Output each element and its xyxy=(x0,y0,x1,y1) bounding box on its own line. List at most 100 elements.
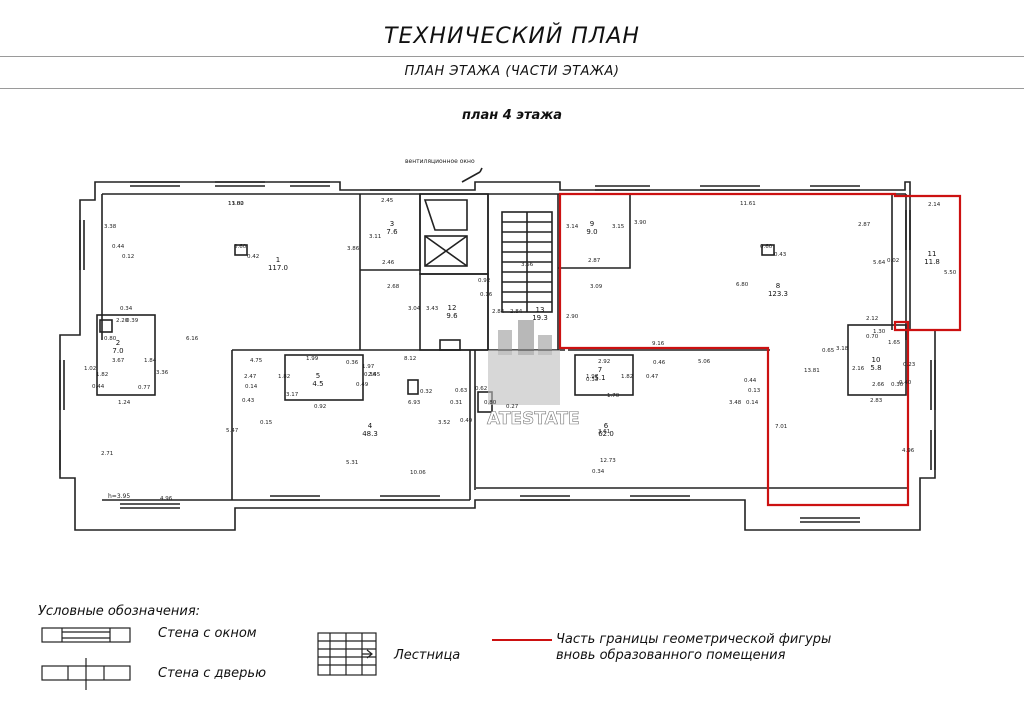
dimension-label: 3.18 xyxy=(836,346,849,352)
dimension-label: 2.46 xyxy=(382,260,395,266)
divider-sub xyxy=(0,88,1024,89)
room-area-10: 5.8 xyxy=(870,364,881,372)
room-number-7: 7 xyxy=(598,366,602,374)
dimension-label: 1.82 xyxy=(96,372,108,378)
dimension-label: 5.50 xyxy=(944,270,957,276)
dimension-label: 0.47 xyxy=(646,374,659,380)
dimension-label: 1.97 xyxy=(362,364,375,370)
dimension-label: 1.82 xyxy=(621,374,633,380)
dimension-label: 0.43 xyxy=(774,252,787,258)
dimension-label: 0.14 xyxy=(245,384,258,390)
room-number-9: 9 xyxy=(590,220,594,228)
dimension-label: 3.38 xyxy=(104,224,117,230)
dimension-label: 0.33 xyxy=(586,377,599,383)
dimension-label: 1.02 xyxy=(84,366,96,372)
dimension-label: 0.49 xyxy=(460,418,473,424)
dimension-label: 0.34 xyxy=(120,306,133,312)
dimension-label: 0.92 xyxy=(478,278,490,284)
dimension-label: 0.44 xyxy=(92,384,105,390)
dimension-label: 0.44 xyxy=(744,378,757,384)
dimension-label: 3.14 xyxy=(566,224,579,230)
dimension-label: 0.14 xyxy=(746,400,759,406)
dimension-label: 0.46 xyxy=(653,360,666,366)
dimension-label: 8.12 xyxy=(404,356,416,362)
dimension-label: 2.12 xyxy=(866,316,878,322)
room-area-7: 5.1 xyxy=(594,374,605,382)
dimension-label: 5.31 xyxy=(346,460,358,466)
dimension-label: 6.80 xyxy=(736,282,749,288)
room-number-10: 10 xyxy=(872,356,881,364)
dimension-label: 3.43 xyxy=(426,306,439,312)
dimension-label: 9.16 xyxy=(652,341,665,347)
dimension-label: 0.42 xyxy=(247,254,259,260)
dimension-label: 12.73 xyxy=(600,458,616,464)
dimension-label: 6.93 xyxy=(408,400,421,406)
dimension-label: 0.12 xyxy=(122,254,134,260)
dimension-label: 0.65 xyxy=(822,348,835,354)
dimension-label: 0.60 xyxy=(760,244,773,250)
room-area-3: 7.6 xyxy=(386,228,398,236)
dimension-label: 0.62 xyxy=(475,386,487,392)
dimension-label: 0.60 xyxy=(234,244,247,250)
dimension-label: 2.45 xyxy=(368,372,381,378)
dimension-label: 0.36 xyxy=(364,372,377,378)
dimension-label: 4.75 xyxy=(250,358,263,364)
dimension-label: 2.16 xyxy=(852,366,865,372)
dimension-label: 2.84 xyxy=(492,309,505,315)
dimension-label: 2.71 xyxy=(101,451,113,457)
document-subtitle: ПЛАН ЭТАЖА (ЧАСТИ ЭТАЖА) xyxy=(404,64,620,79)
legend-heading: Условные обозначения: xyxy=(38,604,201,619)
dimension-label: 1.82 xyxy=(278,374,290,380)
room-area-6: 62.0 xyxy=(598,430,614,438)
dimension-label: 0.44 xyxy=(112,244,125,250)
height-label: h=3.95 xyxy=(108,493,130,500)
dimension-label: 13.80 xyxy=(228,201,244,207)
dimension-label: 1.30 xyxy=(873,329,886,335)
dimension-label: 0.49 xyxy=(356,382,369,388)
dimension-label: 2.45 xyxy=(381,198,394,204)
dimension-label: 3.09 xyxy=(590,284,603,290)
room-number-8: 8 xyxy=(776,282,780,290)
plan-name: план 4 этажа xyxy=(461,108,563,123)
dimension-label: 4.96 xyxy=(160,496,173,502)
room-number-13: 13 xyxy=(536,306,545,314)
dimension-label: 3.04 xyxy=(408,306,421,312)
room-area-9: 9.0 xyxy=(586,228,597,236)
new-room-boundary xyxy=(558,192,962,507)
dimension-label: 10.06 xyxy=(410,470,426,476)
dimension-label: 2.92 xyxy=(598,359,610,365)
dimension-label: 5.06 xyxy=(698,359,711,365)
dimension-label: 3.48 xyxy=(729,400,742,406)
dimension-label: 0.23 xyxy=(903,362,916,368)
dimension-label: 5.47 xyxy=(226,428,239,434)
dimension-label: 3.67 xyxy=(112,358,125,364)
room-area-2: 7.0 xyxy=(112,347,123,355)
dimension-label: 0.15 xyxy=(260,420,273,426)
dimension-label: 2.20 xyxy=(116,318,129,324)
dimension-label: 0.13 xyxy=(748,388,761,394)
dimension-label: 0.16 xyxy=(480,292,493,298)
dimension-label: 0.32 xyxy=(420,389,432,395)
dimension-label: 2.87 xyxy=(858,222,871,228)
room-area-12: 9.6 xyxy=(446,312,458,320)
room-area-5: 4.5 xyxy=(312,380,323,388)
dimension-label: 3.61 xyxy=(598,429,610,435)
dimension-label: 1.65 xyxy=(888,340,901,346)
room-number-6: 6 xyxy=(604,422,609,430)
dimension-label: 2.68 xyxy=(387,284,400,290)
dimension-label: 0.63 xyxy=(455,388,468,394)
dimension-label: 0.80 xyxy=(484,400,497,406)
legend-stairs: Лестница xyxy=(394,648,461,663)
dimension-label: 0.70 xyxy=(866,334,879,340)
divider-top xyxy=(0,56,1024,57)
dimension-label: 2.90 xyxy=(566,314,579,320)
dimension-label: 3.36 xyxy=(156,370,169,376)
dimension-label: 2.87 xyxy=(588,258,601,264)
room-number-12: 12 xyxy=(448,304,457,312)
vent-label: вентиляционное окно xyxy=(405,158,475,165)
dimension-label: 0.30 xyxy=(891,382,904,388)
dimension-label: 7.01 xyxy=(775,424,787,430)
dimension-label: 4.96 xyxy=(902,448,915,454)
room-number-11: 11 xyxy=(928,250,937,258)
dimension-label: 0.43 xyxy=(242,398,255,404)
